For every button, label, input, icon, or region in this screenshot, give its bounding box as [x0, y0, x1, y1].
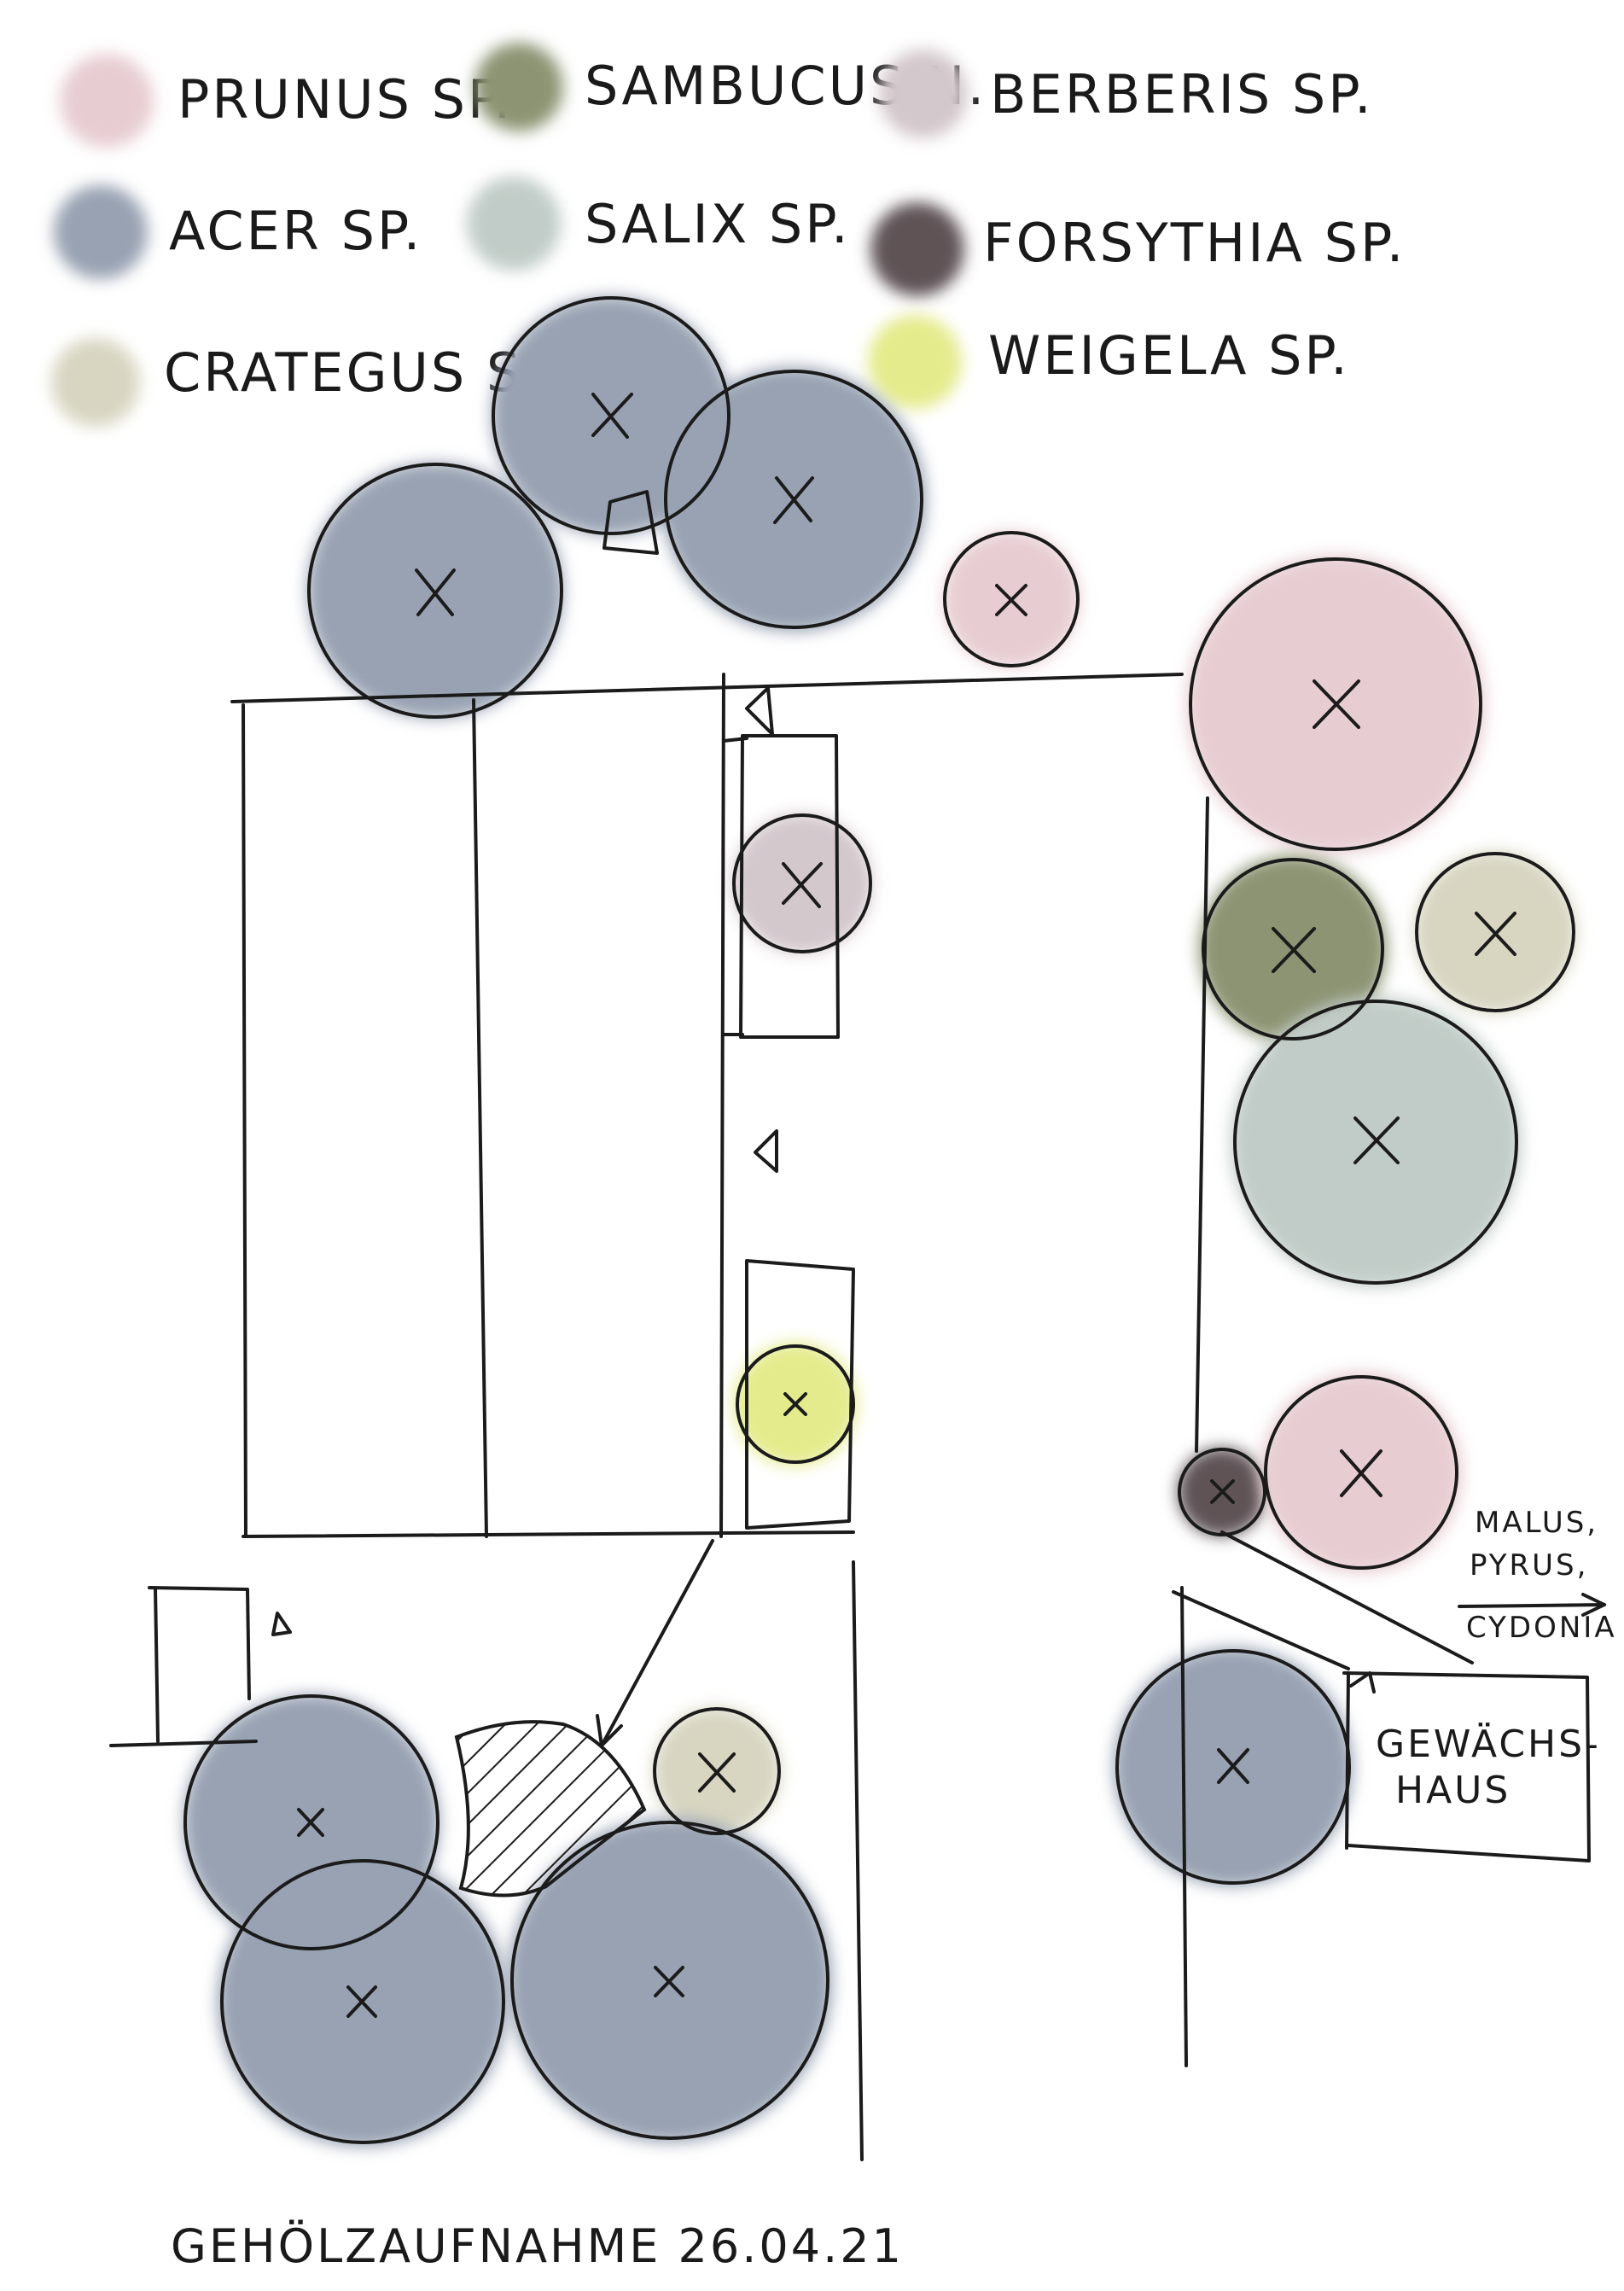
legend-item-forsythia: FORSYTHIA SP.: [870, 202, 1406, 296]
neighbor-trees-label-2: PYRUS,: [1470, 1548, 1588, 1583]
legend-item-weigela: WEIGELA SP.: [868, 315, 1350, 409]
acer-label: ACER SP.: [169, 200, 422, 262]
forsythia-label: FORSYTHIA SP.: [983, 212, 1406, 274]
crataegus-swatch: [51, 338, 140, 427]
legend-item-berberis: BERBERIS SP.: [879, 50, 1374, 138]
hatched-area: [454, 1720, 647, 1898]
forsythia-swatch: [870, 202, 964, 296]
salix-label: SALIX SP.: [585, 193, 851, 255]
tree-acer-3: [307, 463, 563, 719]
acer-swatch: [54, 185, 148, 279]
tree-outlines: [183, 296, 1575, 2144]
tree-center-marks: [297, 393, 1516, 2018]
legend-item-prunus: PRUNUS SP.: [60, 54, 513, 148]
prunus-label: PRUNUS SP.: [178, 68, 513, 131]
legend-item-acer: ACER SP.: [54, 185, 422, 279]
annotations: MALUS, PYRUS, CYDONIA GEWÄCHS- HAUS GEHÖ…: [171, 1506, 1617, 2273]
greenhouse-label-2: HAUS: [1395, 1769, 1510, 1812]
berberis-label: BERBERIS SP.: [990, 63, 1374, 125]
neighbor-trees-label-3: CYDONIA: [1466, 1611, 1617, 1645]
greenhouse-label-1: GEWÄCHS-: [1376, 1722, 1601, 1766]
salix-swatch: [467, 177, 561, 271]
neighbor-trees-label-1: MALUS,: [1475, 1506, 1598, 1540]
legend-item-crataegus: CRATEGUS SP.: [51, 338, 566, 427]
legend: PRUNUS SP. SAMBUCUS N. BERBERIS SP. ACER…: [51, 43, 1406, 427]
tree-canopies: [183, 296, 1576, 2147]
legend-item-salix: SALIX SP.: [467, 177, 851, 271]
weigela-swatch: [868, 315, 962, 409]
weigela-label: WEIGELA SP.: [988, 324, 1350, 387]
prunus-swatch: [60, 54, 154, 148]
berberis-swatch: [879, 50, 968, 138]
sambucus-swatch: [474, 43, 563, 131]
drawing-title: GEHÖLZAUFNAHME 26.04.21: [171, 2219, 904, 2273]
site-plan-lines: [109, 490, 1606, 2161]
